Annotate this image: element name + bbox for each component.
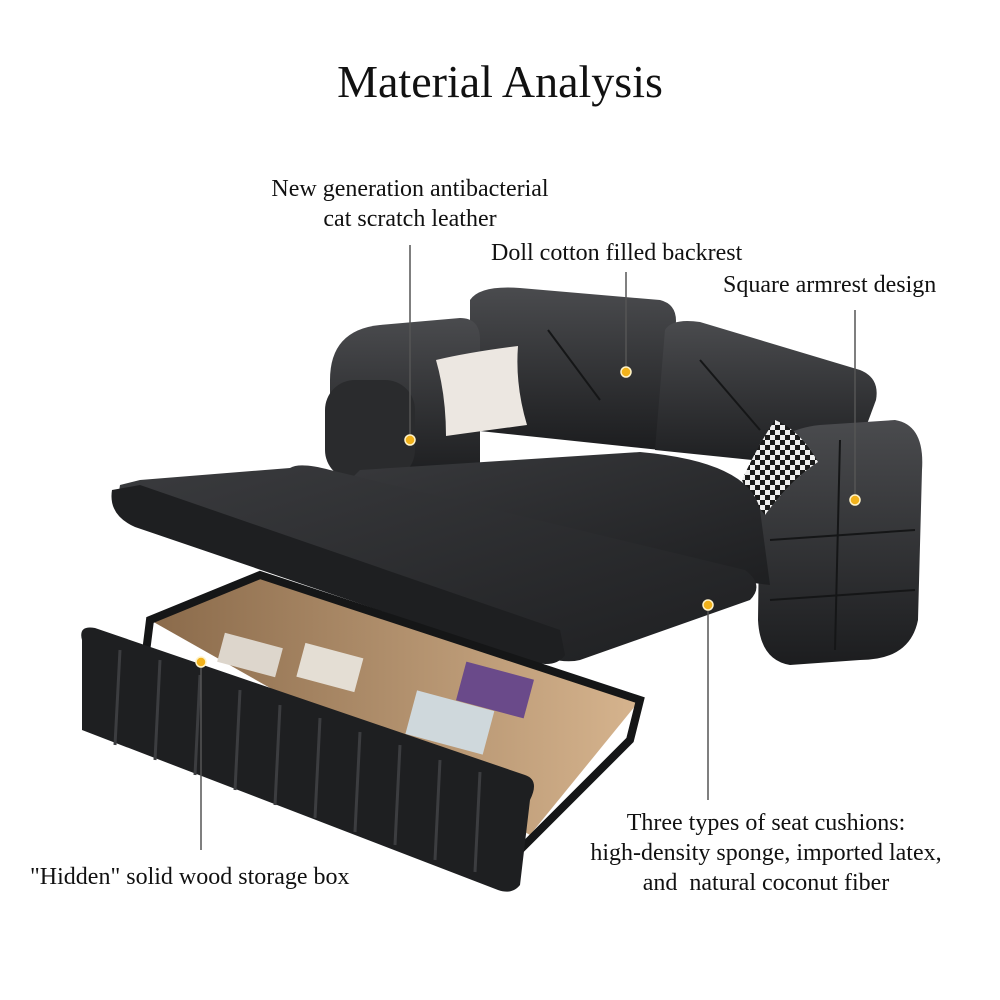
storage-box — [81, 570, 645, 892]
left-armrest — [325, 318, 480, 480]
houndstooth-pillow — [742, 420, 818, 515]
cream-pillow — [436, 346, 527, 436]
callout-backrest: Doll cotton filled backrest — [491, 240, 743, 266]
right-armrest — [758, 420, 923, 665]
sofa-bed-mattress — [119, 465, 757, 662]
callout-cushions: Three types of seat cushions: high-densi… — [590, 810, 942, 896]
bed-front-roll — [111, 485, 565, 664]
page-title: Material Analysis — [337, 56, 663, 107]
callout-leather: New generation antibacterial cat scratch… — [271, 176, 549, 232]
callout-storage: "Hidden" solid wood storage box — [30, 864, 350, 890]
callout-armrest: Square armrest design — [723, 272, 937, 298]
markers — [195, 366, 861, 668]
leader-lines — [200, 245, 856, 850]
